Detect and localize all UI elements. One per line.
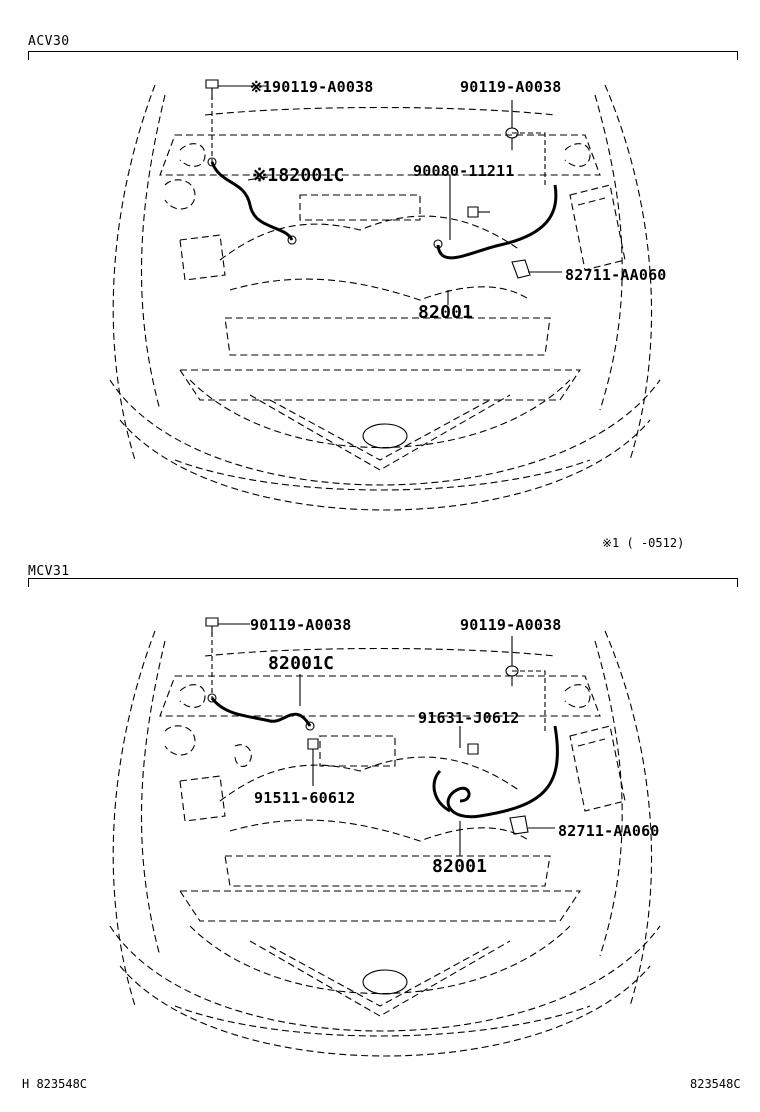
callout-bolt-mid: 91631-J0612	[418, 709, 520, 727]
callout-bolt-left: ※190119-A0038	[250, 78, 374, 96]
callout-cable-main: 82001	[418, 302, 474, 323]
engine-bay-sketch	[109, 79, 661, 511]
diagram-section-acv30: ACV30	[28, 34, 738, 550]
applicability-note: ※1 ( -0512)	[602, 536, 685, 550]
diagram-section-mcv31: MCV31	[0, 556, 760, 1112]
callout-clamp: 82711-AA060	[565, 266, 667, 284]
callout-bolt-lower: 91511-60612	[254, 789, 356, 807]
footer-code-left: H 823548C	[22, 1077, 88, 1091]
callout-bolt-left: 90119-A0038	[250, 616, 352, 634]
callout-bolt-mid: 90080-11211	[413, 162, 515, 180]
engine-bay-sketch	[109, 617, 661, 1057]
callout-cable-sub: 82001C	[268, 653, 335, 674]
footer-code-right: 823548C	[690, 1077, 741, 1091]
callout-cable-sub: ※182001C	[252, 165, 345, 186]
callout-bolt-right: 90119-A0038	[460, 616, 562, 634]
callout-bolt-right: 90119-A0038	[460, 78, 562, 96]
section-label: MCV31	[28, 564, 70, 579]
callout-clamp: 82711-AA060	[558, 822, 660, 840]
section-rule	[28, 578, 738, 587]
section-label: ACV30	[28, 34, 70, 49]
callout-cable-main: 82001	[432, 856, 488, 877]
section-rule	[28, 51, 738, 60]
